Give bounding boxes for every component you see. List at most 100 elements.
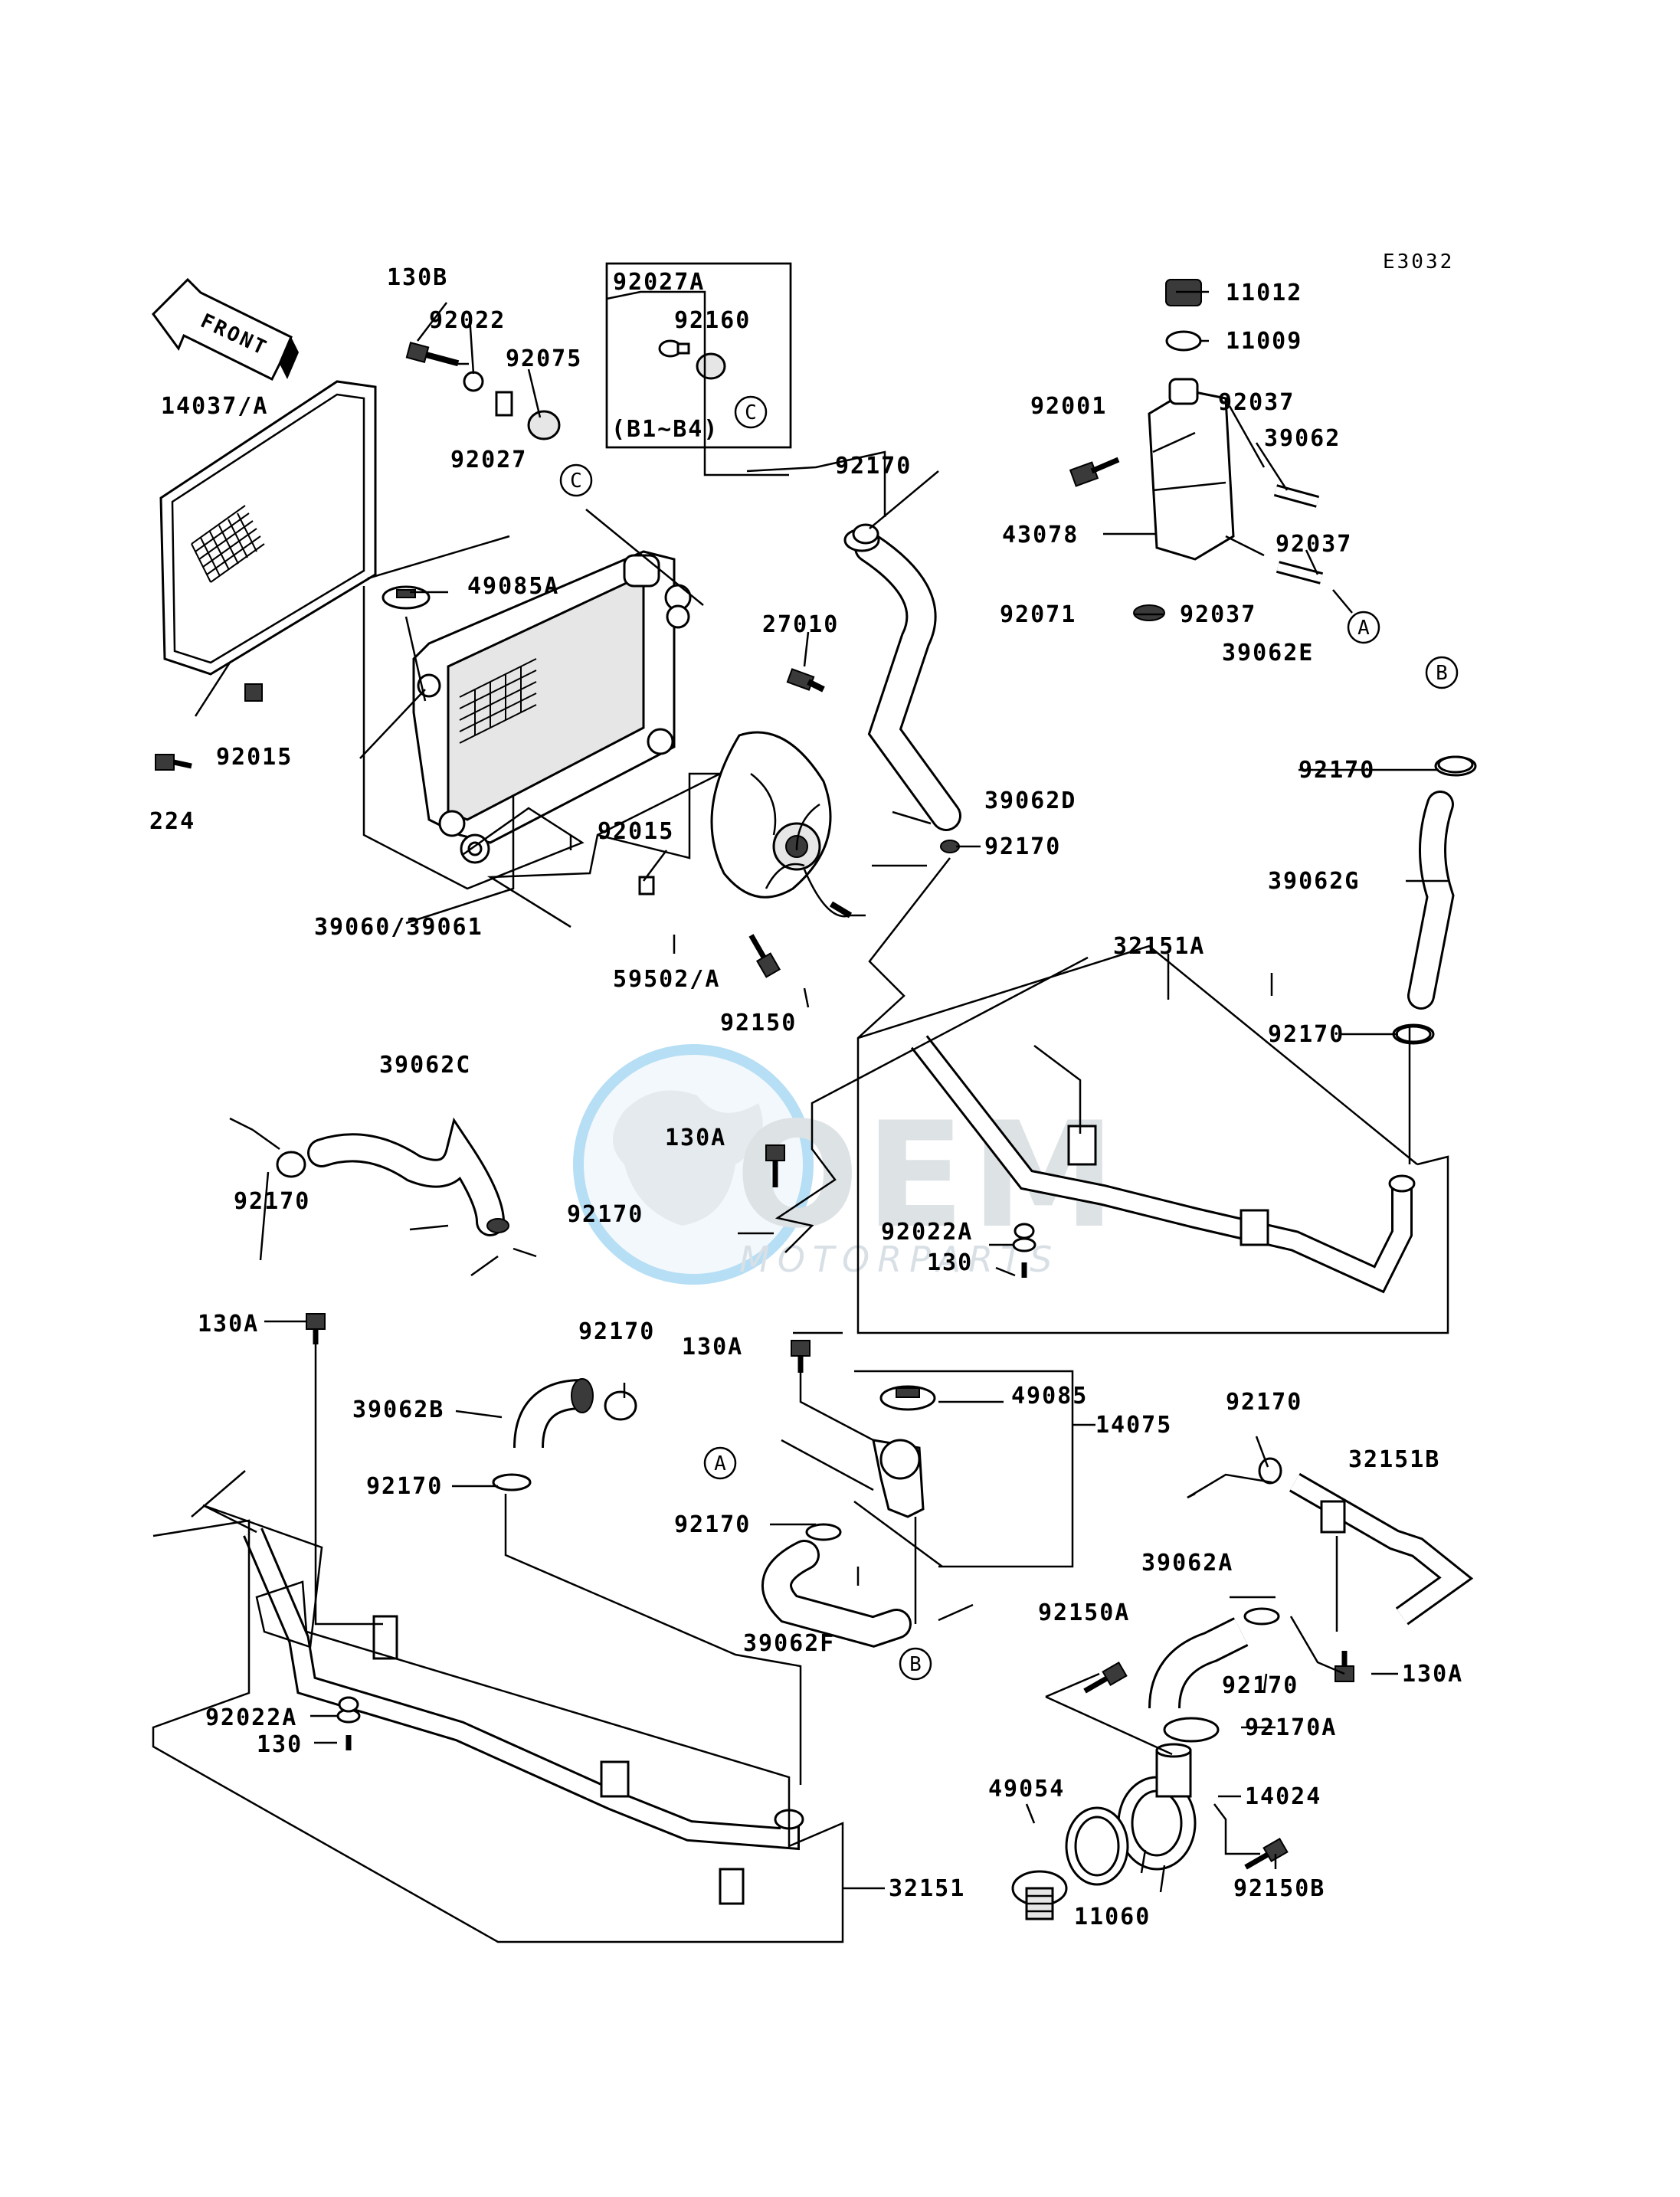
- label-14024: 14024: [1245, 1783, 1321, 1810]
- svg-text:B: B: [909, 1653, 922, 1676]
- label-39060: 39060/39061: [314, 914, 483, 941]
- label-92027: 92027: [450, 447, 527, 473]
- svg-text:B: B: [1436, 662, 1448, 685]
- hose-39062G: [1392, 755, 1477, 1045]
- label-92170A: 92170A: [1245, 1714, 1337, 1741]
- hose-39062D: [843, 528, 961, 831]
- label-130A-32151B: 130A: [1402, 1661, 1463, 1688]
- label-130-right: 130: [927, 1249, 973, 1276]
- label-43078: 43078: [1002, 522, 1079, 548]
- label-92170-39062C-right: 92170: [567, 1201, 644, 1228]
- thermostat-housing: [872, 1385, 936, 1518]
- label-92170-top: 92170: [835, 453, 912, 480]
- label-92150B: 92150B: [1233, 1875, 1325, 1902]
- label-92160: 92160: [674, 307, 751, 334]
- label-39062A: 39062A: [1141, 1550, 1233, 1577]
- label-11060: 11060: [1074, 1904, 1151, 1930]
- svg-text:A: A: [1357, 617, 1370, 640]
- variant-inset-box: [605, 262, 792, 449]
- label-11009: 11009: [1226, 328, 1302, 355]
- label-92170-39062C-left: 92170: [234, 1188, 310, 1215]
- marker-b-top: B: [1425, 656, 1459, 689]
- circle-markers: C C A B A B: [559, 395, 1459, 1681]
- radiator-cap: [382, 585, 431, 610]
- label-59502A: 59502/A: [613, 966, 720, 993]
- pipe-32151B: [1289, 1472, 1474, 1626]
- leader-lines: [152, 262, 1449, 1943]
- svg-text:A: A: [714, 1452, 726, 1475]
- label-130A-center: 130A: [665, 1125, 726, 1151]
- label-92170-39062B-top: 92170: [578, 1318, 655, 1345]
- label-92170-39062B-bottom: 92170: [366, 1473, 443, 1500]
- marker-c-inset: C: [734, 395, 768, 429]
- label-130-left: 130: [257, 1731, 303, 1758]
- label-130A-thermo: 130A: [682, 1334, 743, 1360]
- bolt-92001: [1069, 457, 1120, 487]
- marker-b-bottom: B: [899, 1647, 932, 1681]
- label-92027A: 92027A: [613, 269, 705, 296]
- hose-39062C: [307, 1117, 505, 1236]
- label-92037-bottom: 92037: [1180, 601, 1256, 628]
- marker-a-tank: A: [1347, 611, 1380, 644]
- label-92150A: 92150A: [1038, 1599, 1130, 1626]
- watermark: OEM MOTORPARTS: [573, 1044, 1115, 1285]
- label-leaders: [259, 290, 1449, 1893]
- label-32151A: 32151A: [1113, 933, 1205, 960]
- label-49054: 49054: [988, 1776, 1065, 1802]
- label-11012: 11012: [1226, 280, 1302, 306]
- label-92022: 92022: [429, 307, 506, 334]
- label-130A-left: 130A: [198, 1311, 259, 1338]
- label-92170-39062A: 92170: [1222, 1672, 1298, 1699]
- label-27010: 27010: [762, 611, 839, 638]
- hose-39062B: [513, 1378, 594, 1449]
- inset-variant-label: (B1~B4): [611, 416, 719, 443]
- label-130B: 130B: [387, 264, 448, 291]
- label-92071: 92071: [1000, 601, 1076, 628]
- marker-c-radiator: C: [559, 463, 593, 497]
- label-39062B: 39062B: [352, 1396, 444, 1423]
- water-pump-cover: [1065, 1743, 1197, 1886]
- label-49085A: 49085A: [467, 573, 559, 600]
- bolts: [155, 339, 1354, 1870]
- label-39062: 39062: [1264, 425, 1341, 452]
- pipe-32151: [243, 1527, 804, 1905]
- label-39062E: 39062E: [1222, 640, 1314, 666]
- label-92022A-right: 92022A: [881, 1219, 973, 1246]
- label-92170-right: 92170: [1298, 757, 1375, 784]
- fan-switch: [786, 668, 825, 692]
- hose-clamps: [276, 523, 1474, 1743]
- label-39062D: 39062D: [984, 787, 1076, 814]
- svg-text:C: C: [745, 401, 757, 424]
- label-14075: 14075: [1095, 1412, 1172, 1439]
- reference-code: E3032: [1383, 250, 1454, 273]
- label-92001: 92001: [1030, 393, 1107, 420]
- pipe-32151A: [910, 1035, 1416, 1294]
- label-92075: 92075: [506, 345, 582, 372]
- thermostat: [1011, 1870, 1068, 1920]
- label-224: 224: [149, 808, 195, 835]
- label-32151B: 32151B: [1348, 1446, 1440, 1473]
- part-labels: E3032 92027A 92160 (B1~B4) 130B 92022 92…: [149, 250, 1463, 1930]
- cooling-fan: [710, 731, 866, 918]
- radiator: [412, 550, 692, 864]
- svg-text:C: C: [570, 470, 582, 493]
- label-92015-left: 92015: [216, 744, 293, 771]
- hose-39062F: [761, 1540, 912, 1648]
- marker-a-thermo: A: [703, 1446, 737, 1480]
- label-92150: 92150: [720, 1010, 797, 1036]
- label-14037A: 14037/A: [161, 393, 268, 420]
- label-92170-39062D: 92170: [984, 833, 1061, 860]
- label-39062F: 39062F: [743, 1630, 835, 1657]
- label-49085: 49085: [1011, 1383, 1088, 1410]
- reserve-tank: [1133, 279, 1235, 621]
- label-92015-fan: 92015: [598, 818, 674, 845]
- radiator-screen: [159, 380, 377, 676]
- label-92022A-left: 92022A: [205, 1704, 297, 1731]
- label-92170-39062G: 92170: [1268, 1021, 1344, 1048]
- small-hoses: [1273, 484, 1324, 584]
- front-arrow-icon: FRONT: [152, 277, 299, 381]
- label-92170-39062F: 92170: [674, 1511, 751, 1538]
- label-92037-mid: 92037: [1276, 531, 1352, 558]
- label-39062C: 39062C: [379, 1052, 471, 1079]
